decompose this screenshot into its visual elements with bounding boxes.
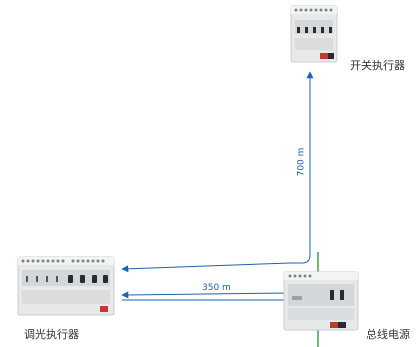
dimmer-actuator-device (17, 256, 115, 316)
distance-label-vertical: 700 m (296, 147, 307, 177)
distance-label-horizontal: 350 m (202, 283, 231, 293)
connection-line-dimmer-top (121, 262, 291, 273)
connection-line-dimmer-middle (121, 291, 291, 299)
bus-power-supply-device (283, 271, 359, 331)
switch-actuator-device (290, 5, 338, 63)
connection-line-switch (290, 71, 314, 264)
switch-actuator-label: 开关执行器 (350, 59, 405, 72)
dimmer-actuator-label: 调光执行器 (24, 328, 79, 341)
bus-power-supply-label: 总线电源 (366, 328, 410, 341)
